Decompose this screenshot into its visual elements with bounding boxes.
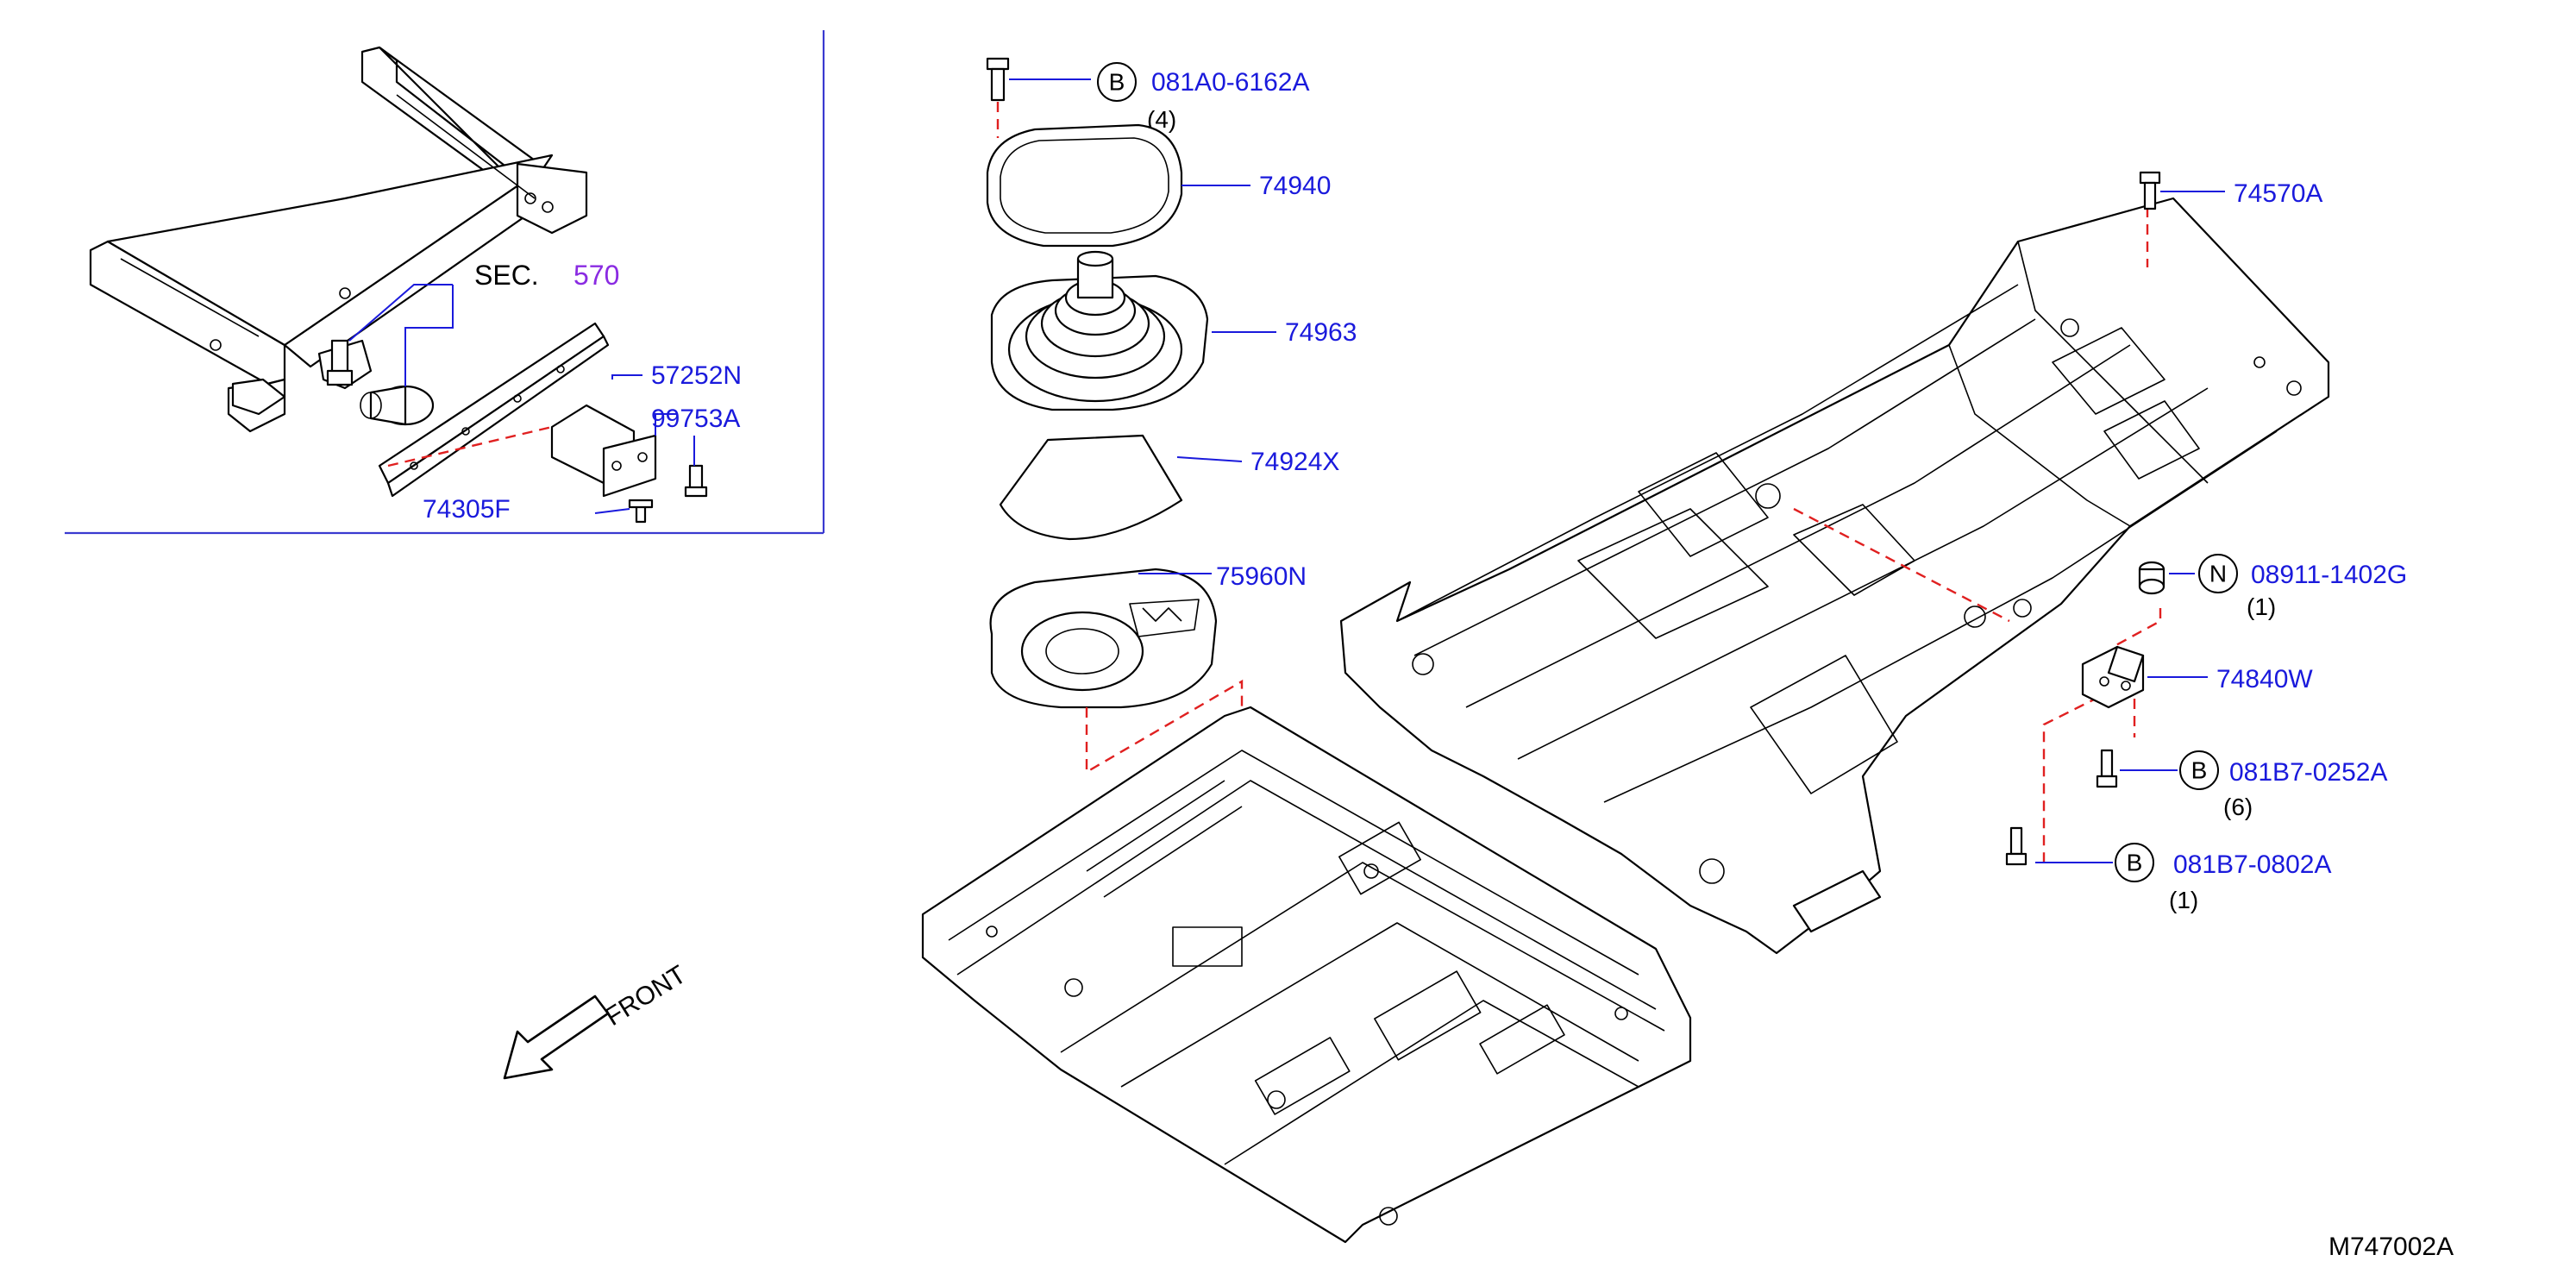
- inset-leaders: [348, 284, 695, 514]
- qty-08911-1402G: (1): [2247, 593, 2276, 620]
- section-number[interactable]: 570: [573, 260, 619, 291]
- bracket-74840W: [2081, 645, 2145, 709]
- qty-081B7-0802A: (1): [2169, 887, 2198, 913]
- bolt-74570A: [2139, 171, 2161, 210]
- front-arrow-icon: [503, 995, 610, 1080]
- part-label-99753A[interactable]: 99753A: [651, 405, 740, 433]
- boot-74963: [990, 250, 1209, 411]
- inset-frame: [65, 30, 825, 535]
- part-label-74924X[interactable]: 74924X: [1250, 448, 1339, 476]
- bracket-57252N: [550, 404, 657, 498]
- prefix-circle-081A0-6162A: [1097, 62, 1137, 102]
- diagram-code: M747002A: [2328, 1233, 2454, 1261]
- side-sill: [378, 322, 610, 498]
- front-label: FRONT: [600, 960, 691, 1032]
- part-label-74940[interactable]: 74940: [1259, 172, 1331, 200]
- bolt-081B7-0802A: [2005, 826, 2028, 866]
- nut-08911-1402G: [2138, 561, 2165, 595]
- front-floor-panel: [921, 706, 1692, 1244]
- part-label-74840W[interactable]: 74840W: [2216, 665, 2313, 693]
- part-label-08911-1402G[interactable]: 08911-1402G: [2251, 561, 2407, 589]
- part-label-081B7-0802A[interactable]: 081B7-0802A: [2173, 850, 2332, 879]
- chassis-frame: [89, 46, 588, 433]
- prefix-08911-1402G: N: [2209, 561, 2227, 587]
- part-label-081B7-0252A[interactable]: 081B7-0252A: [2229, 758, 2388, 787]
- prefix-081A0-6162A: B: [1109, 69, 1125, 96]
- part-label-74570A[interactable]: 74570A: [2234, 179, 2322, 208]
- qty-081B7-0252A: (6): [2223, 794, 2253, 820]
- bolt-081A0-6162A: [986, 57, 1010, 102]
- part-label-74963[interactable]: 74963: [1285, 318, 1357, 347]
- inset-bolts: [326, 339, 708, 524]
- prefix-circle-081B7-0802A: [2115, 843, 2154, 882]
- prefix-circle-081B7-0252A: [2179, 750, 2219, 790]
- section-prefix: SEC.: [474, 260, 539, 291]
- prefix-081B7-0252A: B: [2191, 757, 2208, 784]
- insulator-74924X: [999, 434, 1183, 541]
- finisher-74940: [986, 123, 1183, 248]
- plate-75960N: [989, 568, 1218, 709]
- part-label-57252N[interactable]: 57252N: [651, 361, 742, 390]
- rear-floor-panel: [1339, 197, 2330, 955]
- part-label-75960N[interactable]: 75960N: [1216, 562, 1307, 591]
- bolt-081B7-0252A: [2096, 749, 2118, 788]
- tube-part: [360, 385, 435, 426]
- prefix-circle-08911-1402G: [2198, 554, 2238, 593]
- prefix-081B7-0802A: B: [2127, 850, 2143, 876]
- part-label-74305F[interactable]: 74305F: [423, 495, 511, 524]
- part-label-081A0-6162A[interactable]: 081A0-6162A: [1151, 68, 1310, 97]
